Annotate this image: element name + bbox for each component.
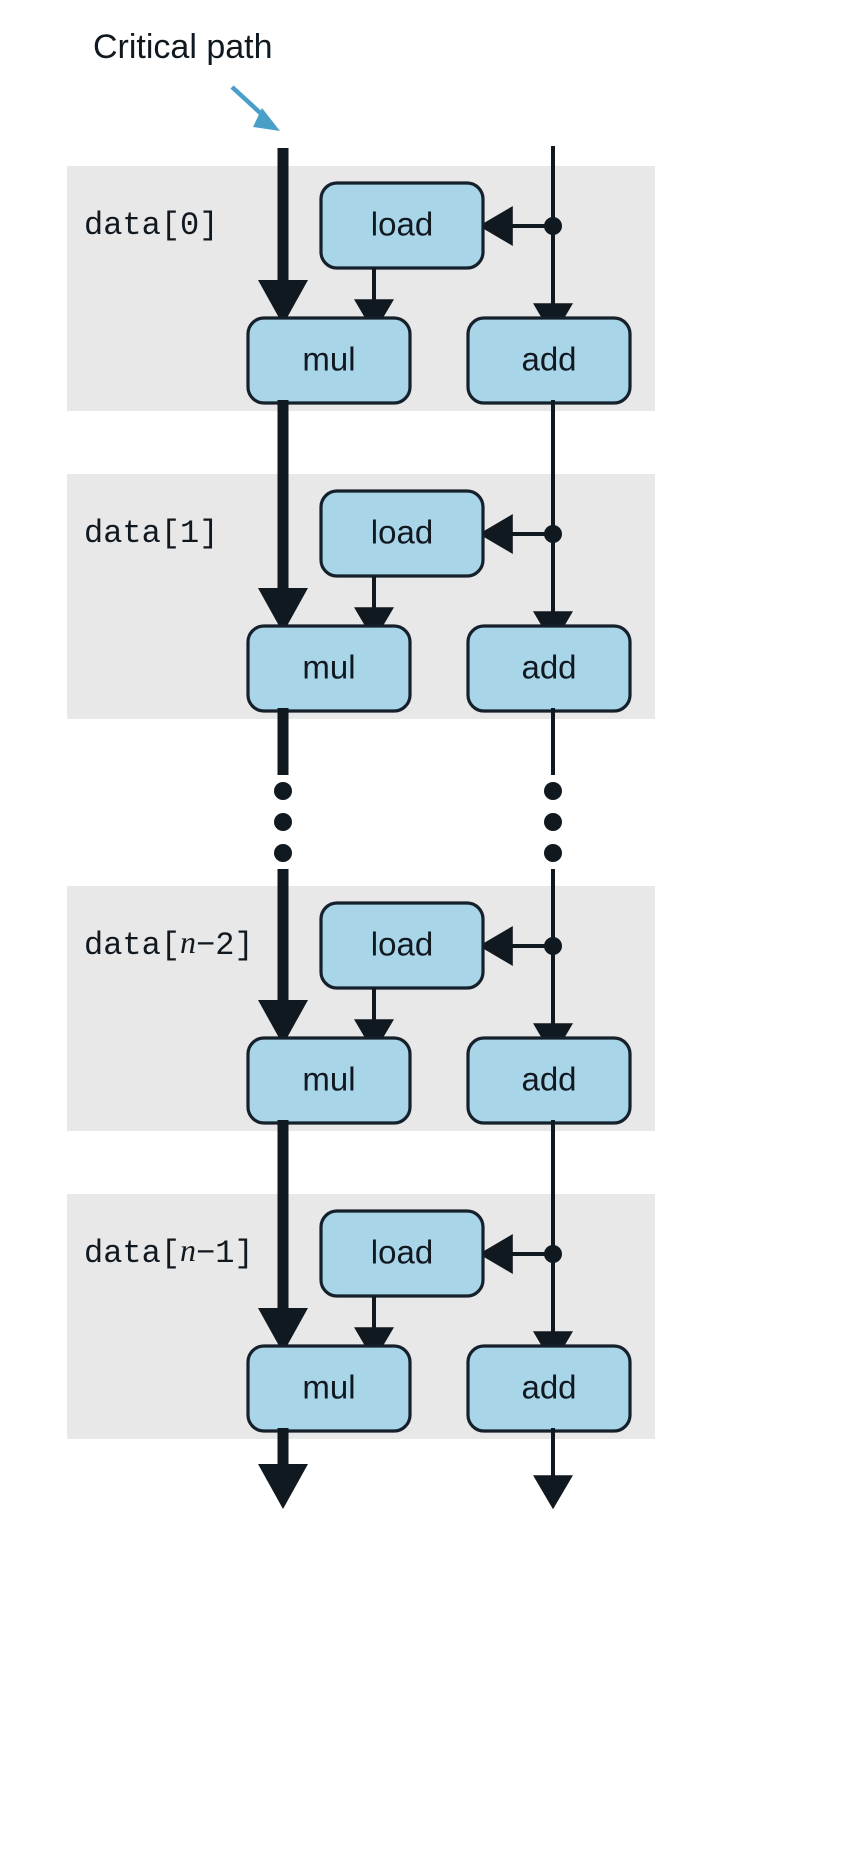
node-add-0-label: add <box>521 341 576 378</box>
critical-arrowhead-n-2 <box>258 1000 308 1045</box>
critical-arrowhead-0 <box>258 280 308 325</box>
critical-arrowhead-n-1 <box>258 1308 308 1353</box>
node-load-n-1-label: load <box>371 1234 433 1271</box>
ellipsis-left-column <box>274 782 292 862</box>
label-data-n-2: data[n−2] <box>84 924 254 964</box>
node-add-n-1[interactable] <box>466 1344 632 1433</box>
node-add-1-label: add <box>521 649 576 686</box>
node-mul-1-label: mul <box>302 649 355 686</box>
node-load-n-2[interactable] <box>319 901 485 990</box>
node-add-n-2-label: add <box>521 1061 576 1098</box>
junction-dot-0 <box>544 217 562 235</box>
node-add-n-1-label: add <box>521 1369 576 1406</box>
node-add-0[interactable] <box>466 316 632 405</box>
label-data-1: data[1] <box>84 515 218 552</box>
node-load-1-label: load <box>371 514 433 551</box>
node-add-n-2[interactable] <box>466 1036 632 1125</box>
node-mul-n-2[interactable] <box>246 1036 412 1125</box>
node-mul-n-2-label: mul <box>302 1061 355 1098</box>
critical-path-label: Critical path <box>93 28 273 66</box>
node-load-n-2-label: load <box>371 926 433 963</box>
node-load-0-label: load <box>371 206 433 243</box>
node-mul-1[interactable] <box>246 624 412 713</box>
critical-arrowhead-out <box>258 1464 308 1509</box>
junction-dot-n-1 <box>544 1245 562 1263</box>
node-load-n-1[interactable] <box>319 1209 485 1298</box>
critical-arrowhead-1 <box>258 588 308 633</box>
junction-dot-1 <box>544 525 562 543</box>
node-mul-n-1-label: mul <box>302 1369 355 1406</box>
node-add-1[interactable] <box>466 624 632 713</box>
ellipsis-right-column <box>544 782 562 862</box>
node-load-1[interactable] <box>319 489 485 578</box>
node-mul-0[interactable] <box>246 316 412 405</box>
diagonal-arrow-icon <box>230 85 280 131</box>
label-data-n-1: data[n−1] <box>84 1232 254 1272</box>
label-data-0: data[0] <box>84 207 218 244</box>
node-mul-n-1[interactable] <box>246 1344 412 1433</box>
junction-dot-n-2 <box>544 937 562 955</box>
node-load-0[interactable] <box>319 181 485 270</box>
node-mul-0-label: mul <box>302 341 355 378</box>
